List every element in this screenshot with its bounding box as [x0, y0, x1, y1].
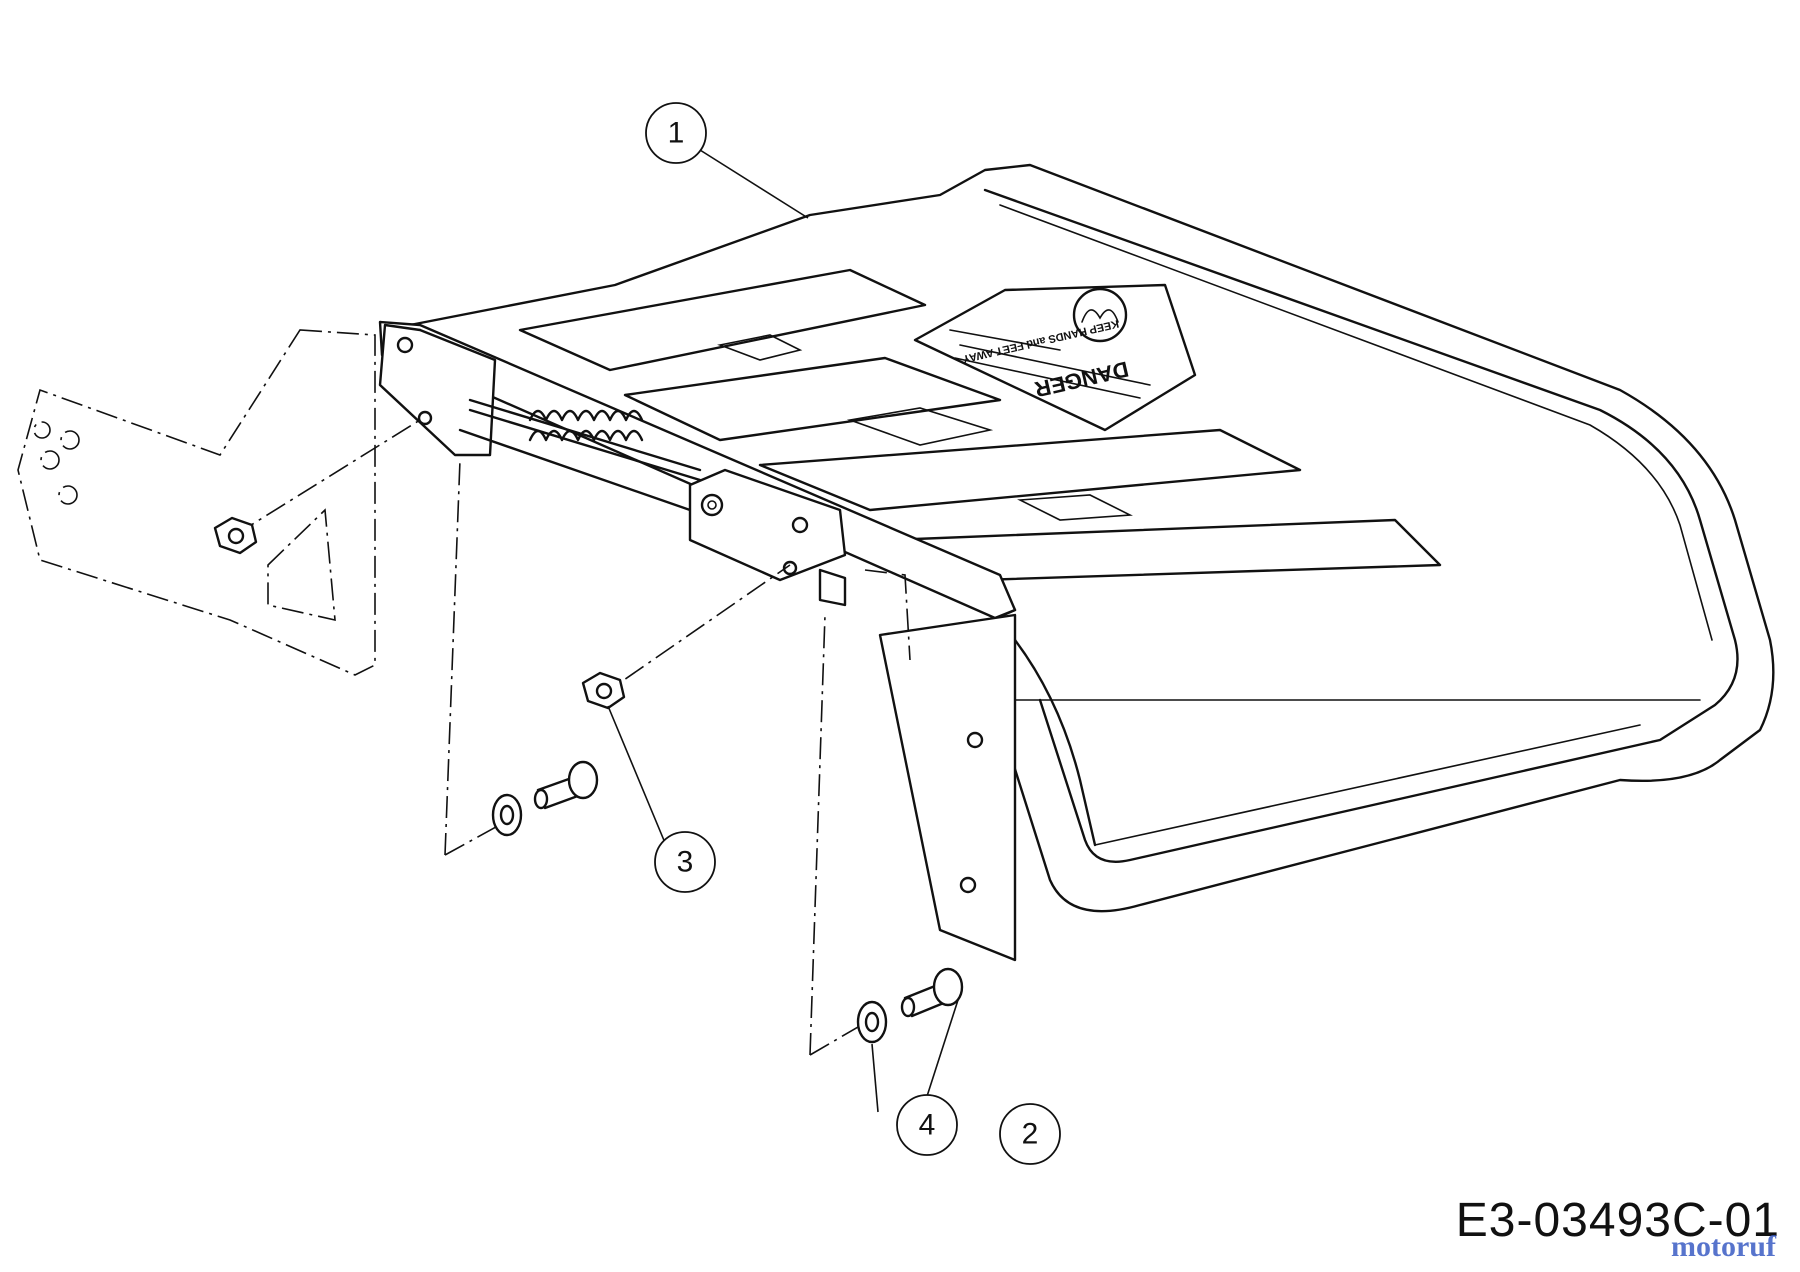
callout-4-label: 4: [919, 1109, 936, 1142]
hex-nut-left: [213, 516, 258, 555]
carriage-bolt-part-2: [900, 967, 964, 1018]
deflector-cover: DANGER KEEP HANDS and FEET AWAY: [408, 163, 1775, 913]
danger-decal: DANGER KEEP HANDS and FEET AWAY: [913, 283, 1197, 432]
hex-nut-part-3: [581, 671, 626, 710]
flat-washer-part-4: [856, 1000, 888, 1044]
watermark-logo: motoruf: [1671, 1230, 1776, 1263]
drawing-number: E3-03493C-01: [1455, 1194, 1780, 1247]
flat-washer-center: [491, 793, 523, 837]
hinge-assembly: [378, 320, 1017, 620]
callout-4: 4: [896, 1094, 958, 1156]
leader-lines: [607, 149, 959, 1119]
callout-3: 3: [654, 831, 716, 893]
callout-1-label: 1: [668, 117, 685, 150]
callout-3-label: 3: [677, 846, 694, 879]
carriage-bolt-center: [533, 760, 599, 810]
left-mounting-bracket: [17, 329, 376, 676]
callout-1: 1: [645, 102, 707, 164]
right-mounting-plate: [864, 569, 1017, 962]
callout-2: 2: [999, 1103, 1061, 1165]
callout-2-label: 2: [1022, 1118, 1039, 1151]
